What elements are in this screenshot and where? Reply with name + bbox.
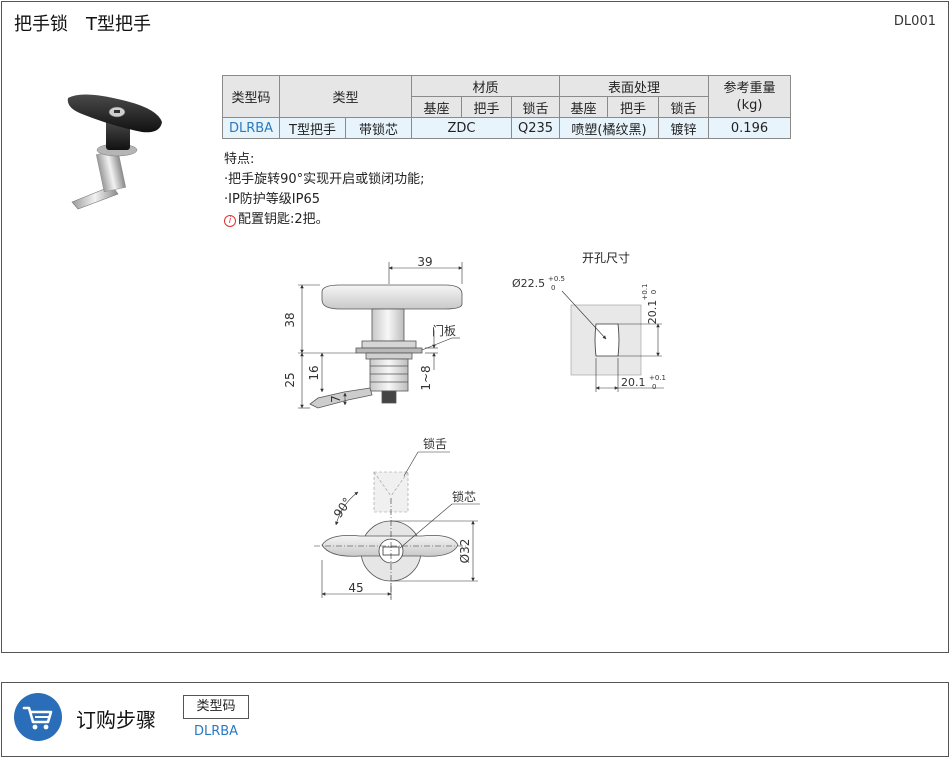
angle-90: 90° [331, 495, 355, 520]
th-surface-tongue: 锁舌 [658, 96, 709, 118]
product-photo [67, 94, 162, 210]
side-view [309, 284, 463, 409]
label-door: 门板 [432, 323, 456, 338]
dim-39: 39 [417, 255, 432, 269]
cell-material-zdc: ZDC [411, 117, 512, 139]
side-dims [298, 262, 463, 409]
th-type: 类型 [279, 75, 412, 118]
label-core: 锁芯 [452, 489, 476, 504]
dia-22-5: Ø22.5 [512, 277, 545, 290]
spec-table: 类型码 类型 材质 表面处理 参考重量(kg) 基座 把手 锁舌 基座 把手 锁… [222, 75, 791, 139]
th-type-code: 类型码 [222, 75, 280, 118]
dim-38: 38 [283, 312, 297, 327]
order-title: 订购步骤 [76, 708, 156, 732]
svg-text:0: 0 [650, 290, 658, 294]
dim-25: 25 [283, 372, 297, 387]
order-frame [1, 682, 949, 757]
cell-surface-spray: 喷塑(橘纹黑) [559, 117, 659, 139]
feature-item: ·IP防护等级IP65 [224, 192, 321, 207]
th-surface-base: 基座 [559, 96, 608, 118]
technical-drawing: 39 38 25 16 7 1~8 门板 开孔尺寸 Ø22.5 +0.5 0 2… [283, 251, 666, 600]
svg-text:0: 0 [652, 383, 656, 391]
cell-material-q235: Q235 [511, 117, 560, 139]
dim-45: 45 [348, 581, 363, 595]
label-tongue: 锁舌 [423, 436, 447, 451]
cell-type-a: T型把手 [279, 117, 346, 139]
dim-1-8: 1~8 [419, 365, 433, 390]
product-code: DL001 [893, 14, 936, 29]
feature-item: ·把手旋转90°实现开启或锁闭功能; [224, 172, 425, 187]
order-type-code-box: 类型码 [183, 695, 249, 719]
dim-20-1-h: 20.1 [621, 376, 646, 389]
table-row: DLRBA T型把手 带锁芯 ZDC Q235 喷塑(橘纹黑) 镀锌 0.196 [222, 117, 791, 139]
features-heading: 特点: [224, 152, 255, 167]
top-view: 锁舌 锁芯 90° Ø32 45 [314, 436, 480, 600]
dia-32: Ø32 [458, 539, 472, 564]
svg-text:+0.1: +0.1 [641, 284, 649, 301]
cell-surface-zinc: 镀锌 [658, 117, 709, 139]
dim-7: 7 [329, 395, 343, 403]
cell-weight: 0.196 [708, 117, 791, 139]
cart-icon [14, 693, 62, 741]
cell-type-code: DLRBA [222, 117, 280, 139]
th-weight: 参考重量(kg) [708, 75, 791, 118]
cutout-view: 开孔尺寸 Ø22.5 +0.5 0 20.1 +0.1 0 20.1 +0.1 … [512, 251, 666, 392]
svg-text:+0.5: +0.5 [548, 275, 565, 283]
th-surface: 表面处理 [559, 75, 709, 97]
cutout-title: 开孔尺寸 [582, 251, 630, 265]
cell-type-b: 带锁芯 [345, 117, 412, 139]
info-icon: i [224, 215, 236, 227]
dim-16: 16 [307, 365, 321, 380]
product-frame [1, 1, 949, 653]
th-surface-handle: 把手 [607, 96, 659, 118]
dim-20-1-v: 20.1 [646, 300, 659, 325]
svg-text:0: 0 [551, 284, 555, 292]
order-code: DLRBA [193, 724, 239, 739]
svg-text:+0.1: +0.1 [649, 374, 666, 382]
